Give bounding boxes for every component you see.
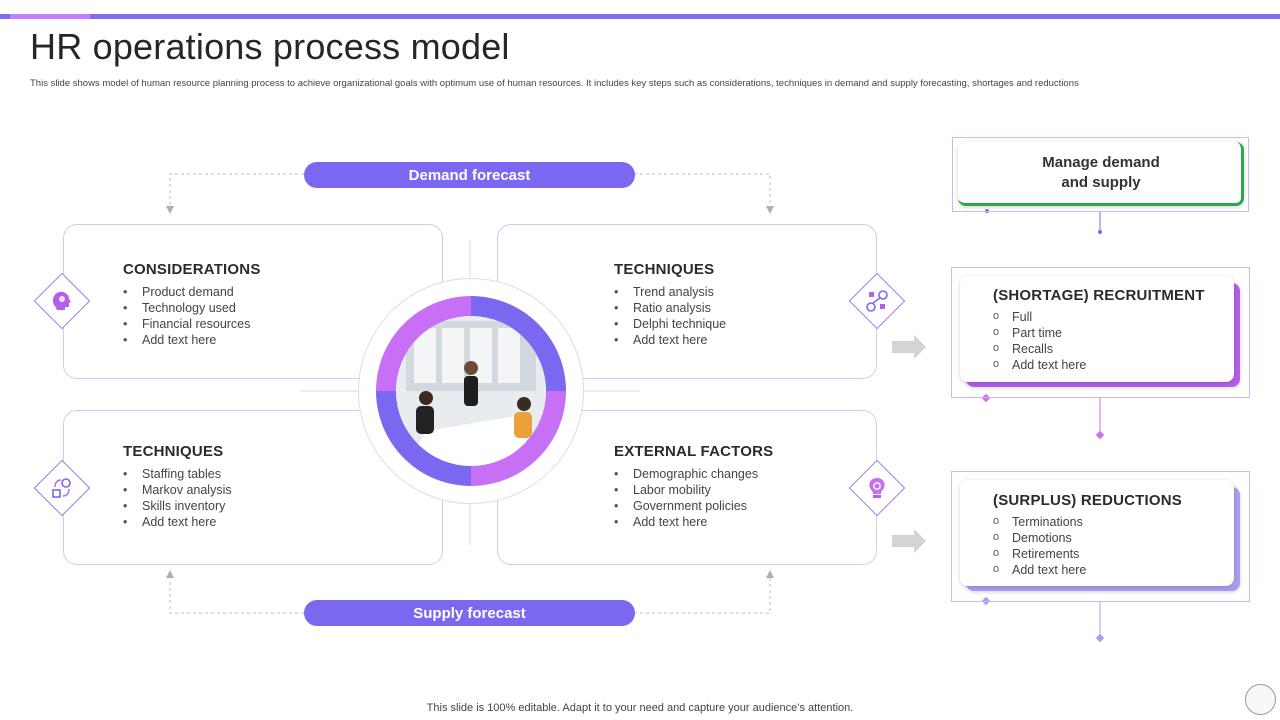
shortage-heading: (SHORTAGE) RECRUITMENT <box>993 287 1205 304</box>
list-item: Add text here <box>123 514 232 530</box>
page-subtitle: This slide shows model of human resource… <box>30 78 1079 89</box>
surplus-frame <box>951 471 1250 602</box>
list-item: Recalls <box>993 340 1205 357</box>
list-item: Technology used <box>123 300 261 316</box>
list-item: Part time <box>993 324 1205 341</box>
list-item: Add text here <box>614 332 726 348</box>
list-item: Labor mobility <box>614 482 773 498</box>
manage-line1: Manage demand <box>1042 154 1160 171</box>
list-item: Demotions <box>993 529 1182 546</box>
demand-forecast-pill: Demand forecast <box>304 162 635 188</box>
list-item: Staffing tables <box>123 466 232 482</box>
list-item: Full <box>993 308 1205 325</box>
team-meeting-photo <box>396 316 546 466</box>
considerations-list: Product demand Technology used Financial… <box>123 284 261 348</box>
list-item: Delphi technique <box>614 316 726 332</box>
top-accent-bar <box>0 14 1280 19</box>
techniques-demand-list: Trend analysis Ratio analysis Delphi tec… <box>614 284 726 348</box>
shortage-content: (SHORTAGE) RECRUITMENT Full Part time Re… <box>993 287 1205 373</box>
external-factors-content: EXTERNAL FACTORS Demographic changes Lab… <box>614 443 773 530</box>
list-item: Add text here <box>123 332 261 348</box>
considerations-content: CONSIDERATIONS Product demand Technology… <box>123 261 261 348</box>
surplus-list: Terminations Demotions Retirements Add t… <box>993 513 1182 578</box>
list-item: Government policies <box>614 498 773 514</box>
techniques-supply-heading: TECHNIQUES <box>123 443 224 460</box>
list-item: Add text here <box>993 356 1205 373</box>
lightbulb-gear-icon <box>857 468 897 508</box>
cycle-process-icon <box>42 468 82 508</box>
list-item: Retirements <box>993 545 1182 562</box>
list-item: Ratio analysis <box>614 300 726 316</box>
process-flow-icon <box>857 281 897 321</box>
list-item: Add text here <box>614 514 773 530</box>
list-item: Terminations <box>993 513 1182 530</box>
shortage-frame <box>951 267 1250 398</box>
list-item: Trend analysis <box>614 284 726 300</box>
manage-box <box>958 142 1244 206</box>
external-factors-list: Demographic changes Labor mobility Gover… <box>614 466 773 530</box>
footer-note: This slide is 100% editable. Adapt it to… <box>426 702 854 714</box>
list-item: Add text here <box>993 561 1182 578</box>
shortage-list: Full Part time Recalls Add text here <box>993 308 1205 373</box>
techniques-demand-content: TECHNIQUES Trend analysis Ratio analysis… <box>614 261 726 348</box>
techniques-supply-list: Staffing tables Markov analysis Skills i… <box>123 466 232 530</box>
top-accent-highlight <box>10 14 90 19</box>
list-item: Skills inventory <box>123 498 232 514</box>
techniques-supply-content: TECHNIQUES Staffing tables Markov analys… <box>123 443 232 530</box>
page-title: HR operations process model <box>30 26 510 67</box>
manage-line2: and supply <box>1061 174 1141 191</box>
list-item: Demographic changes <box>614 466 773 482</box>
list-item: Financial resources <box>123 316 261 332</box>
manage-label: Manage demand and supply <box>958 153 1244 193</box>
list-item: Product demand <box>123 284 261 300</box>
external-factors-heading: EXTERNAL FACTORS <box>614 443 774 460</box>
list-item: Markov analysis <box>123 482 232 498</box>
slide-nav-button[interactable] <box>1245 684 1276 715</box>
techniques-demand-heading: TECHNIQUES <box>614 261 715 278</box>
head-idea-icon <box>42 281 82 321</box>
considerations-heading: CONSIDERATIONS <box>123 261 261 278</box>
surplus-heading: (SURPLUS) REDUCTIONS <box>993 492 1183 509</box>
manage-frame <box>952 137 1249 212</box>
supply-forecast-pill: Supply forecast <box>304 600 635 626</box>
surplus-content: (SURPLUS) REDUCTIONS Terminations Demoti… <box>993 492 1182 578</box>
